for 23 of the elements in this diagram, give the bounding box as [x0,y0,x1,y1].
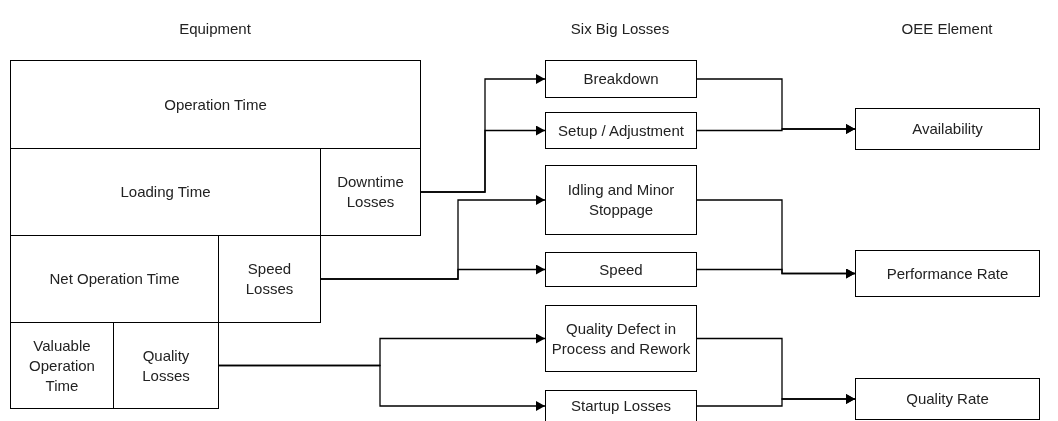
loss-box: Breakdown [545,60,697,98]
arrow [217,364,546,411]
loss-box: Startup Losses [545,390,697,421]
column-heading: Equipment [179,20,251,37]
loss-box: Setup / Adjustment [545,112,697,149]
arrow [695,394,856,407]
time-block: Operation Time [10,60,421,149]
oee-element-box: Performance Rate [855,250,1040,297]
arrow [695,268,856,279]
loss-box: Idling and Minor Stoppage [545,165,697,235]
time-block: Speed Losses [218,235,321,323]
oee-element-box: Availability [855,108,1040,150]
oee-element-box: Quality Rate [855,378,1040,420]
column-heading: Six Big Losses [570,20,670,37]
time-block: Downtime Losses [320,148,421,236]
time-block: Quality Losses [113,322,219,409]
arrow [319,264,546,280]
arrow [695,124,856,134]
arrow [419,125,546,193]
loss-box: Speed [545,252,697,287]
time-block: Valuable Operation Time [10,322,114,409]
loss-box: Quality Defect in Process and Rework [545,305,697,372]
column-heading: OEE Element [901,20,993,37]
